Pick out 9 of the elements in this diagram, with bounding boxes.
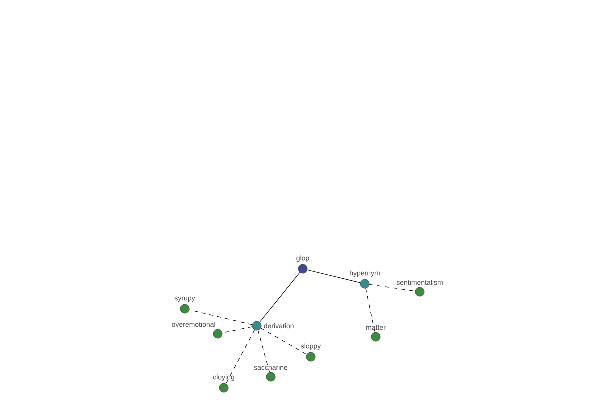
connector-line	[258, 330, 270, 373]
connector-line	[222, 326, 253, 334]
connector-line	[369, 284, 416, 292]
connector-line	[366, 288, 376, 333]
connector-line	[226, 330, 256, 384]
connector-line	[307, 270, 361, 284]
connector-line	[189, 310, 253, 326]
connector-line	[260, 328, 308, 355]
connector-line	[260, 272, 300, 323]
